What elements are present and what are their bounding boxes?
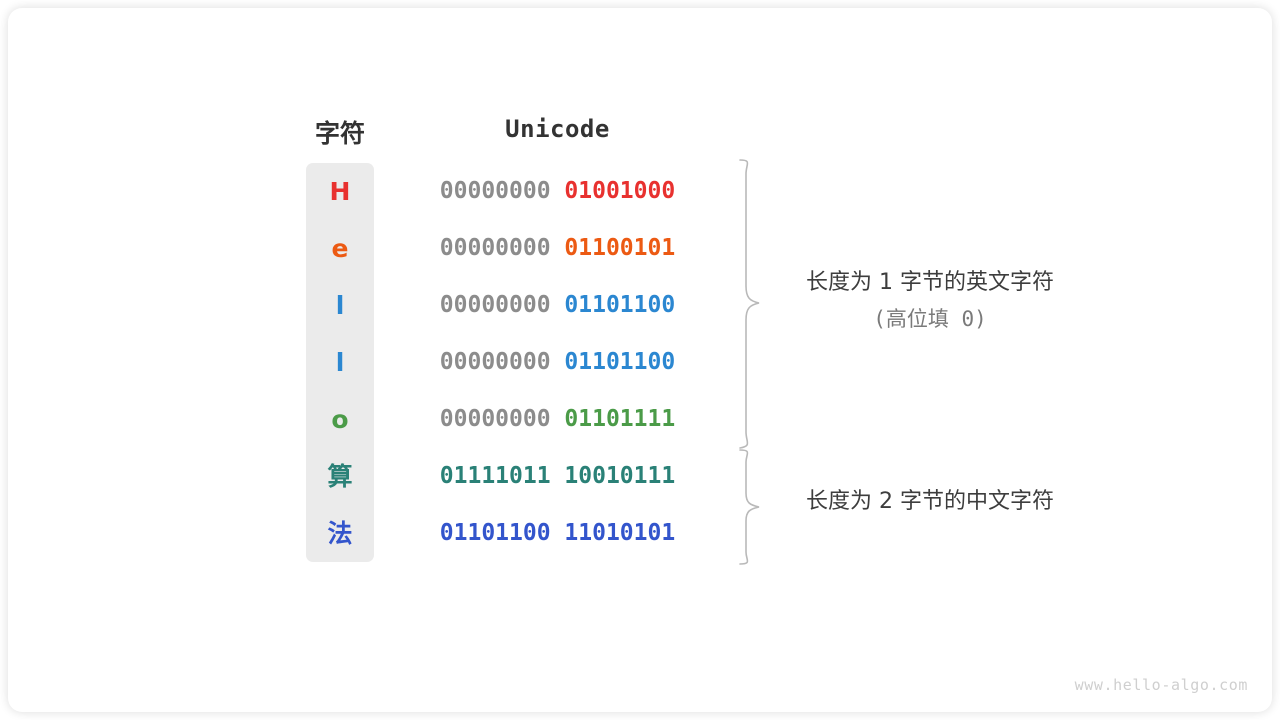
unicode-bits: 00000000 01100101 [420, 220, 695, 277]
encoding-row: 法 01101100 11010101 [306, 505, 696, 562]
annotation-chinese: 长度为 2 字节的中文字符 [760, 484, 1100, 520]
low-byte: 11010101 [564, 520, 676, 546]
character-glyph: e [331, 234, 349, 263]
high-byte: 00000000 [439, 406, 551, 432]
diagram-card [8, 8, 1272, 712]
unicode-bits: 00000000 01101111 [420, 391, 695, 448]
encoding-row: e 00000000 01100101 [306, 220, 696, 277]
unicode-bits: 00000000 01101100 [420, 277, 695, 334]
high-byte: 01111011 [439, 463, 551, 489]
character-glyph: 算 [327, 462, 353, 491]
character-glyph: l [335, 348, 345, 377]
high-byte: 00000000 [439, 349, 551, 375]
low-byte: 01100101 [564, 235, 676, 261]
character-column-background [306, 163, 374, 562]
column-header-unicode: Unicode [505, 115, 610, 143]
low-byte: 01101111 [564, 406, 676, 432]
encoding-row: o 00000000 01101111 [306, 391, 696, 448]
unicode-bits: 01111011 10010111 [420, 448, 695, 505]
low-byte: 10010111 [564, 463, 676, 489]
unicode-bits: 00000000 01101100 [420, 334, 695, 391]
high-byte: 00000000 [439, 235, 551, 261]
low-byte: 01101100 [564, 292, 676, 318]
character-glyph: H [329, 177, 351, 206]
encoding-row: 算 01111011 10010111 [306, 448, 696, 505]
character-glyph: l [335, 291, 345, 320]
unicode-bits: 01101100 11010101 [420, 505, 695, 562]
encoding-row: l 00000000 01101100 [306, 277, 696, 334]
high-byte: 01101100 [439, 520, 551, 546]
high-byte: 00000000 [439, 292, 551, 318]
annotation-english-line1: 长度为 1 字节的英文字符 [806, 270, 1054, 295]
low-byte: 01001000 [564, 178, 676, 204]
watermark: www.hello-algo.com [1074, 676, 1248, 694]
high-byte: 00000000 [439, 178, 551, 204]
character-glyph: o [331, 405, 349, 434]
encoding-row: H 00000000 01001000 [306, 163, 696, 220]
encoding-row: l 00000000 01101100 [306, 334, 696, 391]
low-byte: 01101100 [564, 349, 676, 375]
annotation-chinese-line1: 长度为 2 字节的中文字符 [806, 489, 1054, 514]
character-glyph: 法 [327, 519, 353, 548]
annotation-english-line2: (高位填 0) [873, 307, 987, 331]
unicode-bits: 00000000 01001000 [420, 163, 695, 220]
annotation-english: 长度为 1 字节的英文字符 (高位填 0) [760, 265, 1100, 337]
column-header-char: 字符 [314, 119, 365, 148]
